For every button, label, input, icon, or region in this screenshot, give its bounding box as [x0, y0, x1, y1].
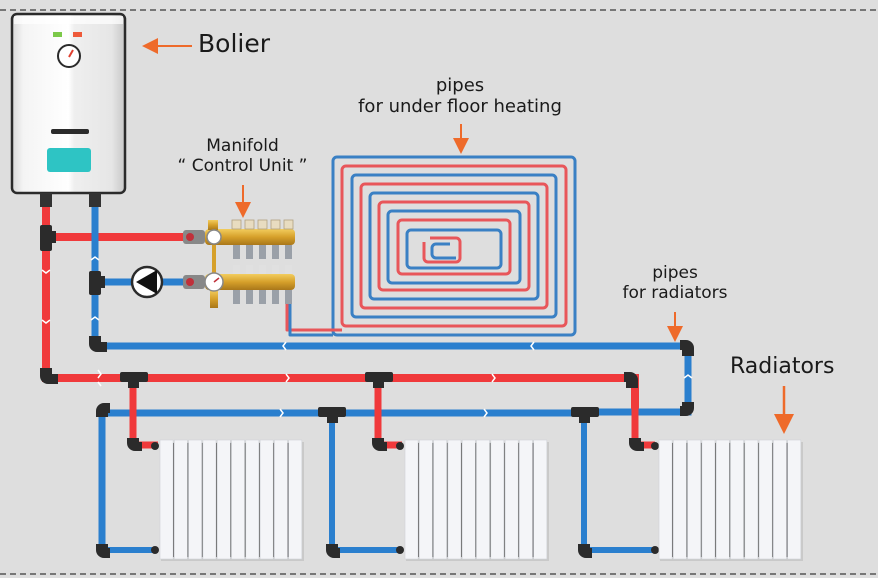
radiator-section [730, 439, 744, 560]
radiator-section [787, 439, 802, 560]
radiators [159, 439, 803, 561]
radiator-section [519, 439, 533, 560]
manifold-label: Manifold “ Control Unit ” [160, 136, 325, 176]
radiator-section [461, 439, 476, 560]
boiler-pressure-gauge-icon [57, 44, 81, 68]
radiator-section [433, 439, 448, 560]
radiator-2 [404, 439, 549, 561]
radiator-section [404, 439, 419, 560]
flow-direction-marks [41, 256, 693, 418]
boiler-indicator-green [53, 32, 62, 37]
ufh-hot-loops [340, 164, 568, 328]
radiator-section [504, 439, 519, 560]
boiler-slot [51, 129, 89, 134]
manifold-control-unit [183, 219, 295, 308]
radiator-section [672, 439, 687, 560]
radiator-section [773, 439, 787, 560]
ufh-label-line2: for under floor heating [358, 95, 562, 117]
radiator-section [744, 439, 759, 560]
ufh-label: pipes for under floor heating [345, 75, 575, 117]
radiator-section [418, 439, 433, 560]
radiator-section [216, 439, 231, 560]
radiator-section [288, 439, 303, 560]
manifold-label-line1: Manifold [206, 136, 279, 156]
radiator-section [188, 439, 203, 560]
radiator-section [490, 439, 505, 560]
radiator-section [715, 439, 730, 560]
boiler [10, 12, 127, 207]
ufh-hot-feed [285, 300, 342, 332]
radiator-section [231, 439, 245, 560]
radiator-section [758, 439, 773, 560]
radiator-section [701, 439, 716, 560]
radiators-label: Radiators [730, 354, 835, 379]
radiator-section [533, 439, 548, 560]
ufh-pipe-coil [285, 155, 577, 337]
ufh-label-line1: pipes [435, 75, 485, 96]
boiler-label: Bolier [198, 29, 270, 58]
radiator-pipes-label: pipes for radiators [605, 263, 745, 303]
radiator-section [259, 439, 274, 560]
radiator-section [274, 439, 288, 560]
ufh-cold-return [288, 300, 333, 337]
radiator-section [202, 439, 217, 560]
manifold-label-line2: “ Control Unit ” [177, 155, 308, 176]
boiler-hot-pipe [42, 200, 639, 410]
radiator3-cold-branch [581, 413, 655, 553]
pipe-fittings [40, 225, 694, 558]
radiator-section [245, 439, 260, 560]
radiator-section [159, 439, 174, 560]
radiator-section [476, 439, 490, 560]
radiator-1 [159, 439, 304, 561]
radiator2-cold-branch [329, 413, 400, 553]
radiator-section [447, 439, 462, 560]
circulation-pump-icon [130, 265, 164, 299]
ufh-cold-loops [331, 155, 577, 337]
radiator-section [687, 439, 701, 560]
radiator-3 [658, 439, 803, 561]
radiator-section [658, 439, 673, 560]
radiator-pipes-label-line2: for radiators [622, 282, 728, 303]
radiator-pipes-label-line1: pipes [652, 263, 698, 283]
boiler-indicator-red [73, 32, 82, 37]
boiler-display-screen [47, 148, 91, 172]
radiator-section [174, 439, 188, 560]
